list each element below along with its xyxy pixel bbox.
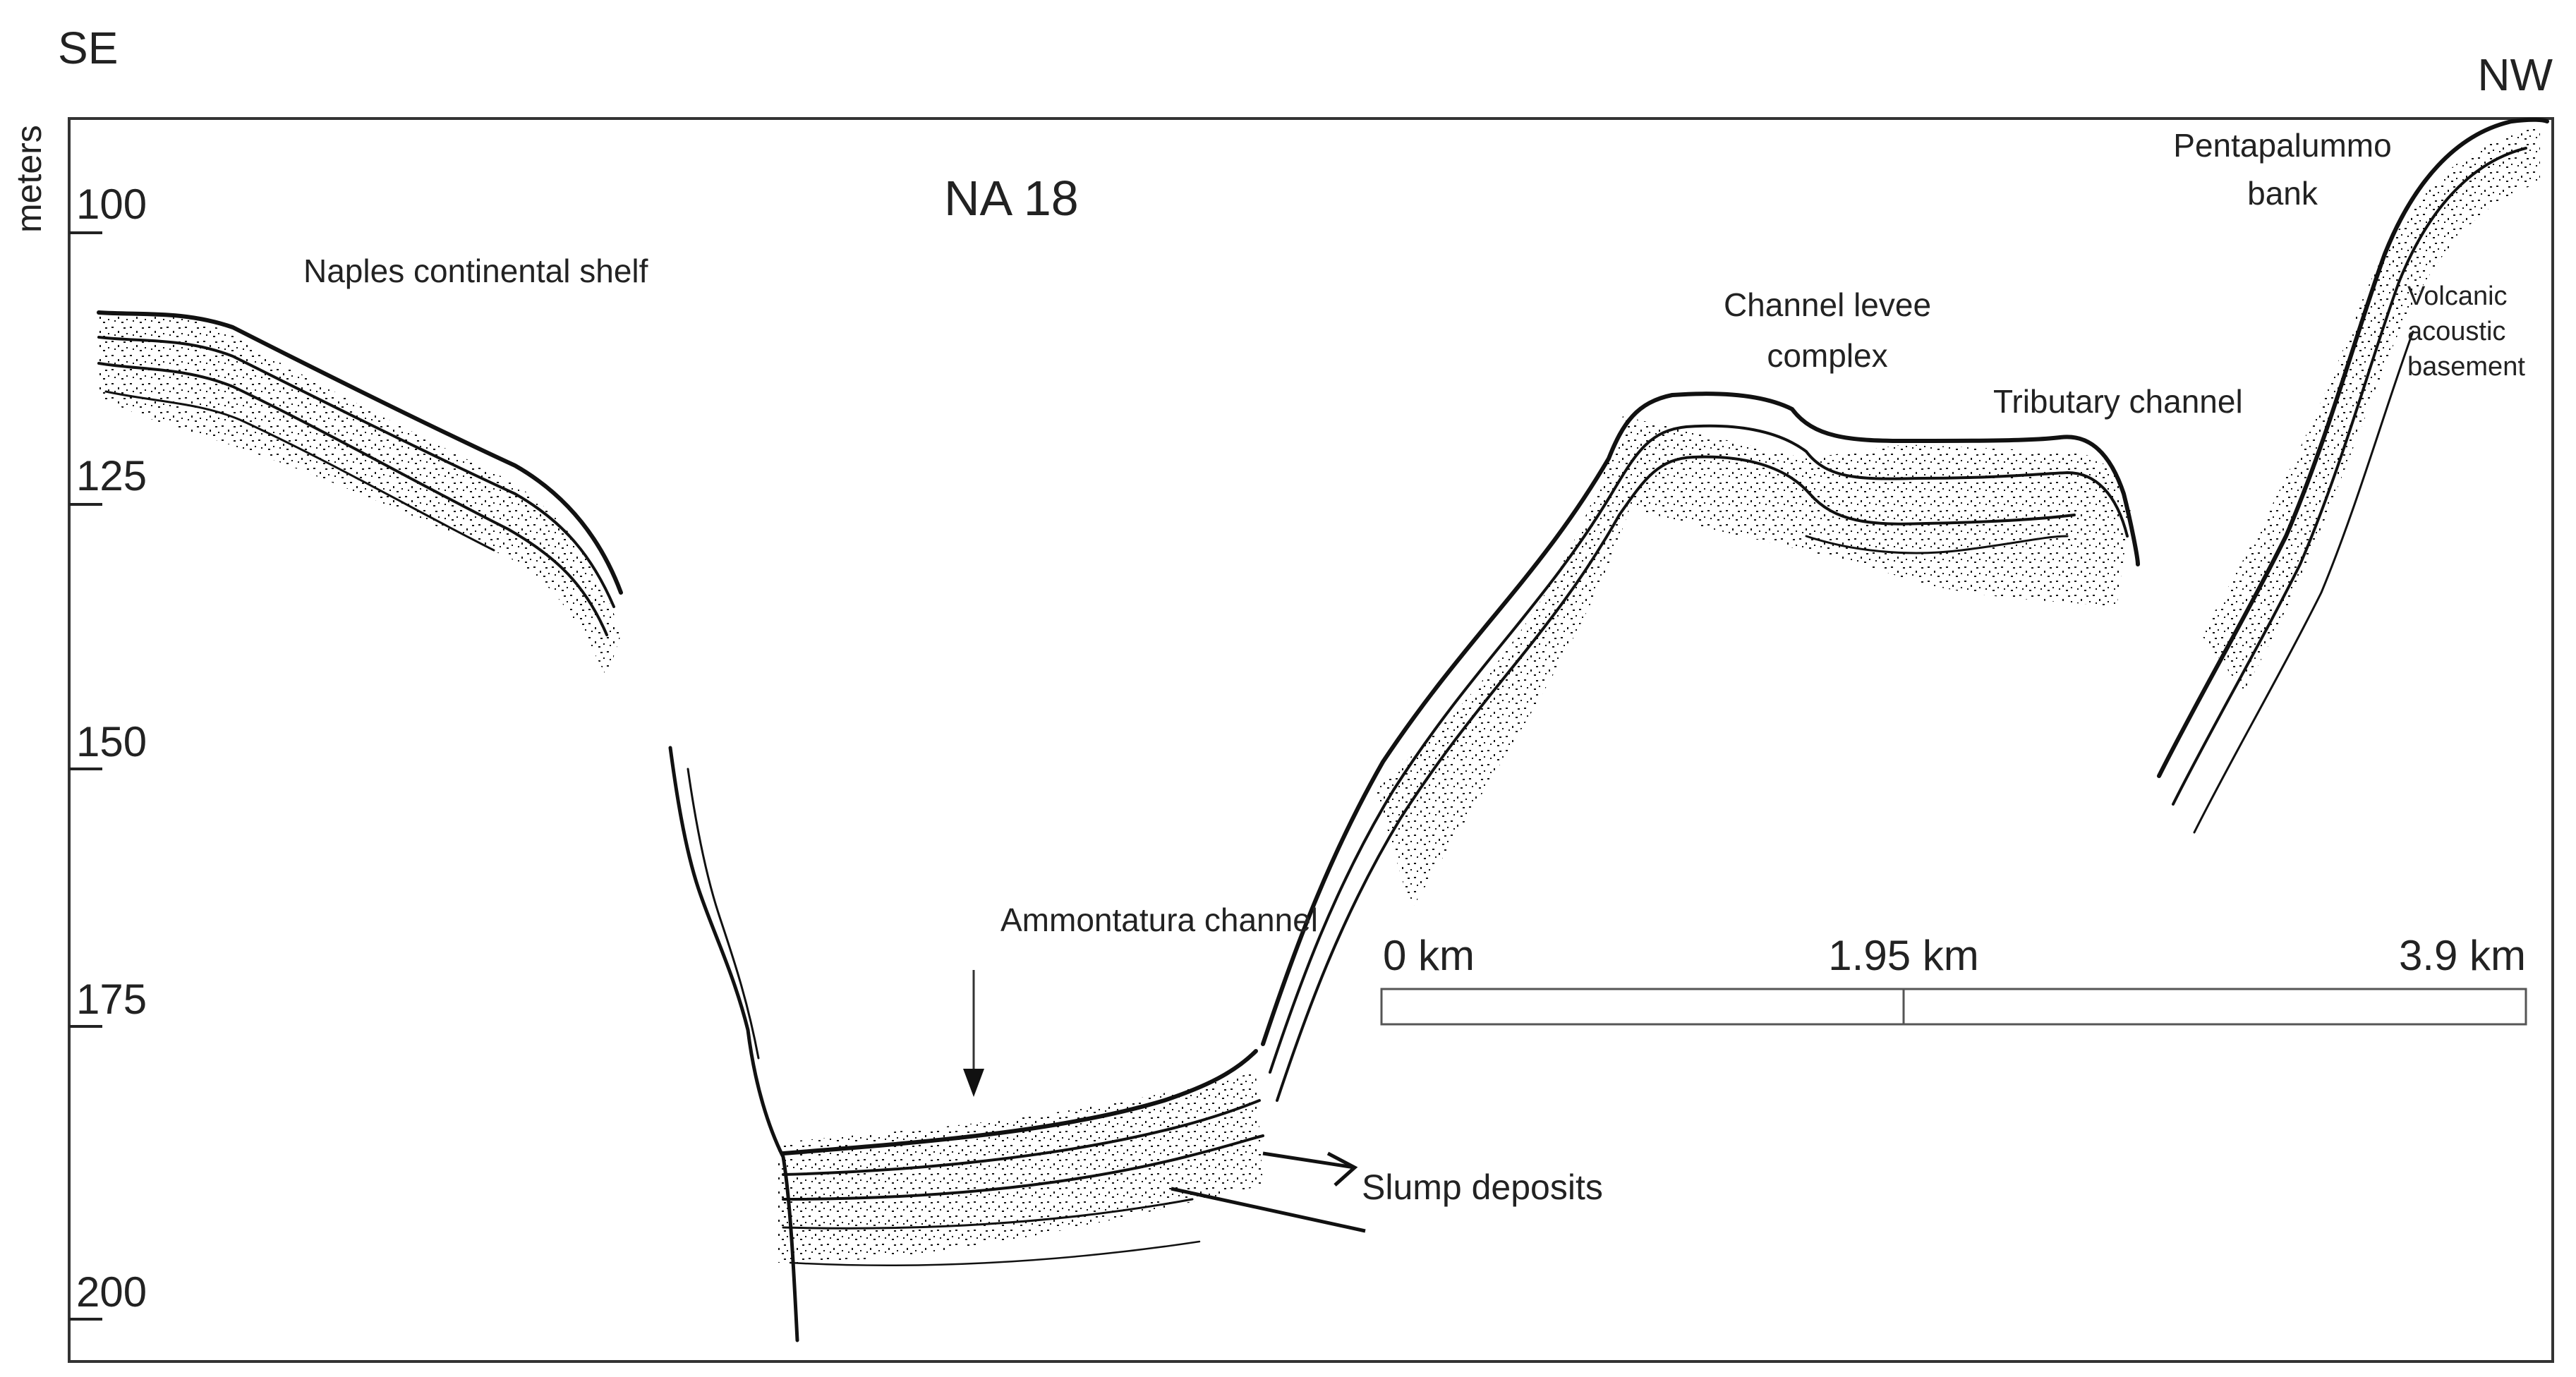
scale-label-start: 0 km — [1383, 932, 1475, 979]
bank-label-line2: bank — [2247, 175, 2318, 212]
depth-tick-label-150: 150 — [76, 718, 147, 765]
scale-bar: 0 km 1.95 km 3.9 km — [1380, 932, 2527, 1026]
levee-label-line2: complex — [1767, 337, 1887, 374]
volcanic-label-line1: Volcanic — [2407, 281, 2508, 311]
shelf-reflector-2 — [97, 336, 615, 608]
channel-floor-reflector-2 — [782, 1099, 1261, 1176]
shelf-reflector-4 — [104, 390, 495, 552]
profile-id-label: NA 18 — [944, 171, 1079, 226]
volcanic-label-line3: basement — [2407, 352, 2525, 382]
channel-floor-reflector-5 — [789, 1240, 1201, 1266]
levee-reflector-2 — [1269, 424, 2129, 1074]
depth-axis: 100 125 150 175 200 — [69, 181, 147, 1321]
volcanic-label-line2: acoustic — [2407, 317, 2505, 346]
levee-reflector-1 — [1261, 392, 2140, 1046]
tributary-label: Tributary channel — [1993, 383, 2243, 420]
channel-west-wall — [668, 746, 799, 1342]
shelf-reflector-3 — [97, 362, 608, 636]
bank-label-line1: Pentapalummo — [2173, 127, 2391, 164]
channel-west-wall-2 — [687, 768, 760, 1060]
levee-reflector-4 — [1805, 535, 2069, 554]
levee-label-line1: Channel levee — [1724, 286, 1931, 323]
orientation-se-label: SE — [58, 23, 118, 73]
shelf-speckle-band — [99, 314, 621, 677]
ammontatura-label: Ammontatura channel — [1000, 902, 1318, 938]
depth-tick-label-125: 125 — [76, 452, 147, 499]
bank-speckle-band — [2201, 127, 2540, 691]
channel-floor-reflector-3 — [782, 1134, 1264, 1201]
slump-label: Slump deposits — [1362, 1167, 1603, 1207]
depth-tick-label-175: 175 — [76, 976, 147, 1023]
channel-speckle-band — [776, 1072, 1263, 1263]
channel-floor-reflector-1 — [781, 1049, 1258, 1155]
depth-axis-label: meters — [9, 125, 49, 233]
scale-label-end: 3.9 km — [2399, 932, 2526, 979]
seafloor-reflectors — [97, 117, 2549, 1342]
ammontatura-arrow — [963, 970, 984, 1097]
profile-frame — [68, 117, 2554, 1363]
slump-pointers — [1171, 1151, 1366, 1233]
bank-reflector-1 — [2157, 117, 2549, 778]
levee-speckle-band — [1376, 416, 2131, 910]
depth-tick-label-100: 100 — [76, 181, 147, 228]
bank-reflector-3 — [2193, 330, 2414, 834]
shelf-label: Naples continental shelf — [303, 253, 648, 289]
channel-floor-reflector-4 — [782, 1198, 1194, 1230]
levee-reflector-3 — [1276, 455, 2076, 1102]
orientation-nw-label: NW — [2477, 49, 2553, 100]
bank-reflector-2 — [2172, 147, 2527, 806]
shelf-reflector-1 — [97, 310, 623, 595]
scale-label-mid: 1.95 km — [1828, 932, 1978, 979]
depth-tick-label-200: 200 — [76, 1268, 147, 1316]
scale-bar-rect — [1380, 988, 2527, 1026]
